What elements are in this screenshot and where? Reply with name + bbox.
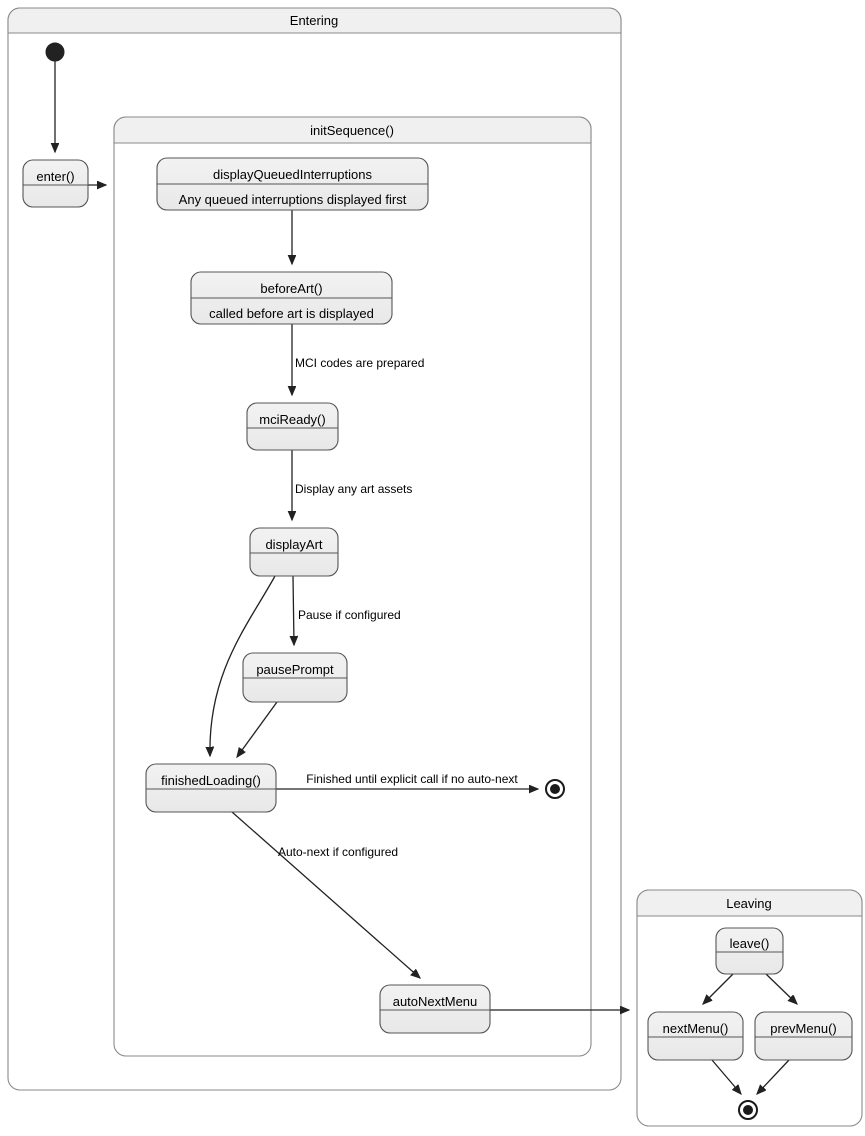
composite-state-leaving[interactable]: Leaving — [636, 889, 863, 1127]
edge-beforeart-to-mciready: MCI codes are prepared — [292, 324, 424, 395]
mciready-box — [246, 402, 339, 451]
composite-state-initsequence[interactable]: initSequence() — [113, 116, 592, 1057]
state-node-pause-prompt[interactable]: pausePrompt — [242, 652, 348, 703]
state-node-auto-next-menu[interactable]: autoNextMenu — [379, 984, 491, 1034]
edge-label-finished-until: Finished until explicit call if no auto-… — [306, 772, 518, 786]
edge-label-pause-if-configured: Pause if configured — [298, 608, 401, 622]
nextmenu-box — [647, 1011, 744, 1061]
final-state-leaving-inner-dot-icon — [743, 1105, 753, 1115]
displayq-description: Any queued interruptions displayed first — [179, 192, 407, 207]
edge-leave-to-prevmenu — [765, 973, 797, 1004]
edge-pauseprompt-to-finished — [237, 701, 278, 757]
state-node-before-art[interactable]: beforeArt() called before art is display… — [190, 271, 393, 325]
finished-box — [145, 763, 277, 813]
displayart-title: displayArt — [265, 537, 322, 552]
leaving-frame — [636, 889, 863, 1127]
edge-displayart-to-pauseprompt: Pause if configured — [293, 575, 401, 645]
initsequence-header-band — [113, 116, 592, 144]
displayq-title: displayQueuedInterruptions — [213, 167, 372, 182]
finished-title: finishedLoading() — [161, 773, 261, 788]
edge-leave-to-nextmenu — [703, 973, 734, 1004]
state-node-mci-ready[interactable]: mciReady() — [246, 402, 339, 451]
autonext-title: autoNextMenu — [393, 994, 478, 1009]
final-state-entering[interactable] — [545, 779, 565, 799]
pauseprompt-title: pausePrompt — [256, 662, 334, 677]
edge-finished-to-final: Finished until explicit call if no auto-… — [276, 772, 538, 789]
initial-state-dot-icon — [45, 42, 65, 62]
final-state-inner-dot-icon — [550, 784, 560, 794]
state-node-leave[interactable]: leave() — [715, 927, 784, 975]
state-node-finished-loading[interactable]: finishedLoading() — [145, 763, 277, 813]
final-state-leaving[interactable] — [738, 1100, 758, 1120]
beforeart-title: beforeArt() — [260, 281, 322, 296]
edge-nextmenu-to-final — [711, 1059, 741, 1094]
initsequence-title: initSequence() — [310, 123, 394, 138]
beforeart-description: called before art is displayed — [209, 306, 374, 321]
state-node-display-art[interactable]: displayArt — [249, 527, 339, 577]
autonext-box — [379, 984, 491, 1034]
leaving-title: Leaving — [726, 896, 772, 911]
nextmenu-title: nextMenu() — [663, 1021, 729, 1036]
enter-box — [22, 159, 89, 208]
state-node-prev-menu[interactable]: prevMenu() — [754, 1011, 853, 1061]
entering-header-band — [7, 7, 622, 34]
entering-title: Entering — [290, 13, 338, 28]
leave-title: leave() — [730, 936, 770, 951]
prevmenu-box — [754, 1011, 853, 1061]
state-node-enter[interactable]: enter() — [22, 159, 89, 208]
edge-finished-to-autonext: Auto-next if configured — [231, 811, 420, 978]
initial-state-entering[interactable] — [45, 42, 65, 62]
state-node-display-queued-interruptions[interactable]: displayQueuedInterruptions Any queued in… — [156, 157, 429, 211]
edge-label-display-art-assets: Display any art assets — [295, 482, 412, 496]
mciready-title: mciReady() — [259, 412, 325, 427]
leaving-header-band — [636, 889, 863, 917]
edge-mciready-to-displayart: Display any art assets — [292, 450, 412, 520]
enter-title: enter() — [36, 169, 74, 184]
edge-label-mci-codes: MCI codes are prepared — [295, 356, 424, 370]
displayart-box — [249, 527, 339, 577]
edge-displayart-to-finished — [210, 575, 276, 756]
state-node-next-menu[interactable]: nextMenu() — [647, 1011, 744, 1061]
leave-box — [715, 927, 784, 975]
edge-prevmenu-to-final — [757, 1059, 790, 1094]
edge-label-auto-next: Auto-next if configured — [278, 845, 398, 859]
prevmenu-title: prevMenu() — [770, 1021, 836, 1036]
initsequence-frame — [113, 116, 592, 1057]
